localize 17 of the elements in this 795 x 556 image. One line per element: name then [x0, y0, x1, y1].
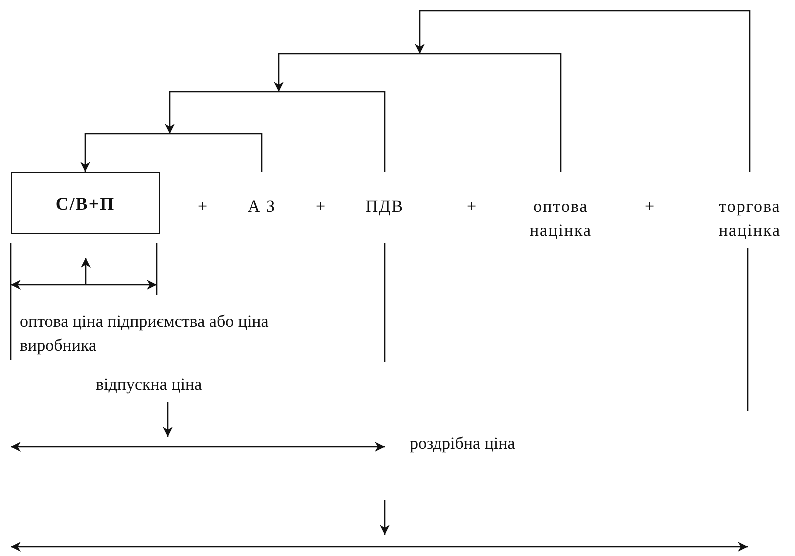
term-text: торгова націнка	[718, 196, 782, 242]
term-text: ПДВ	[364, 196, 406, 218]
bracket-arrow	[165, 91, 386, 172]
bracket-arrow	[80, 133, 263, 172]
note-text: відпускна ціна	[96, 374, 202, 396]
note-text: роздрібна ціна	[410, 433, 516, 455]
bracket-arrow	[274, 53, 562, 172]
plus-sign: +	[198, 196, 208, 218]
process-box	[11, 172, 160, 234]
term-text: оптова націнка	[528, 196, 594, 242]
plus-sign: +	[467, 196, 477, 218]
bracket-arrow	[415, 10, 751, 172]
formula-text: С/В+П	[54, 193, 116, 216]
term-text: А З	[246, 196, 278, 218]
plus-sign: +	[645, 196, 655, 218]
note-text: оптова ціна підприємства або ціна виробника	[20, 311, 270, 357]
plus-sign: +	[316, 196, 326, 218]
